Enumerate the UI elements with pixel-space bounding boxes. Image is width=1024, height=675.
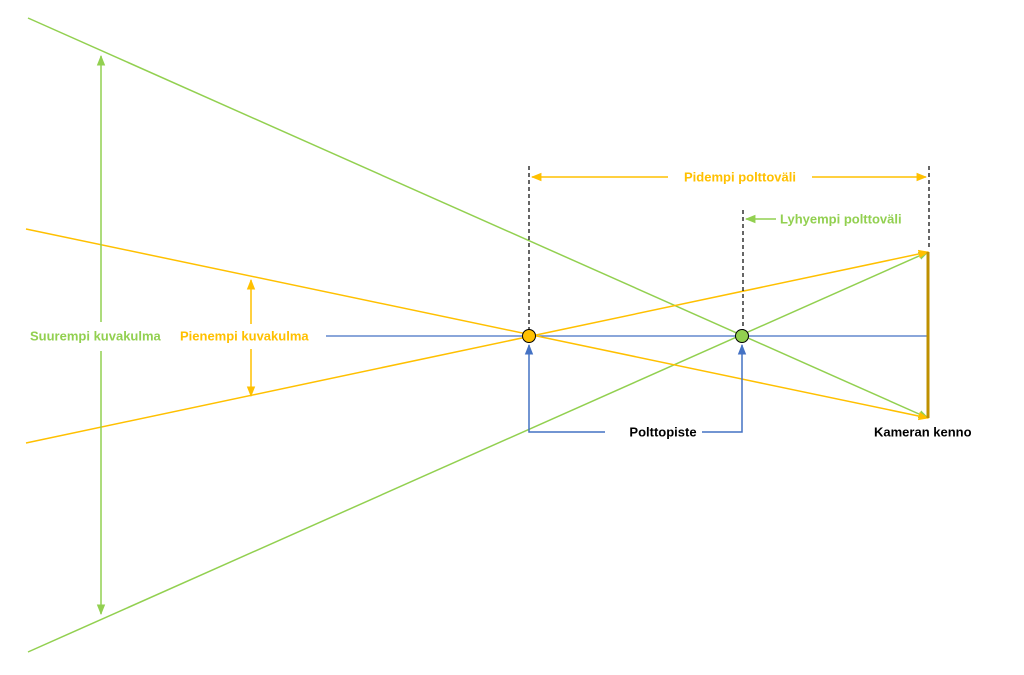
focal-point-label: Polttopiste [629, 425, 696, 440]
focal-point-long [522, 329, 536, 343]
green-ray-top [27, 17, 929, 419]
camera-sensor-label: Kameran kenno [874, 425, 972, 440]
wider-angle-label: Suurempi kuvakulma [30, 329, 162, 344]
focal-point-short [735, 329, 749, 343]
focal-point-connector-left [524, 343, 605, 433]
green-ray-bottom [27, 251, 929, 653]
orange-ray-top [25, 228, 930, 421]
shorter-focal-length-label: Lyhyempi polttoväli [780, 212, 902, 227]
focal-point-connector-right [702, 343, 747, 433]
longer-focal-length-label: Pidempi polttoväli [684, 170, 796, 185]
orange-ray-bottom [25, 249, 930, 444]
narrower-angle-label: Pienempi kuvakulma [180, 329, 309, 344]
